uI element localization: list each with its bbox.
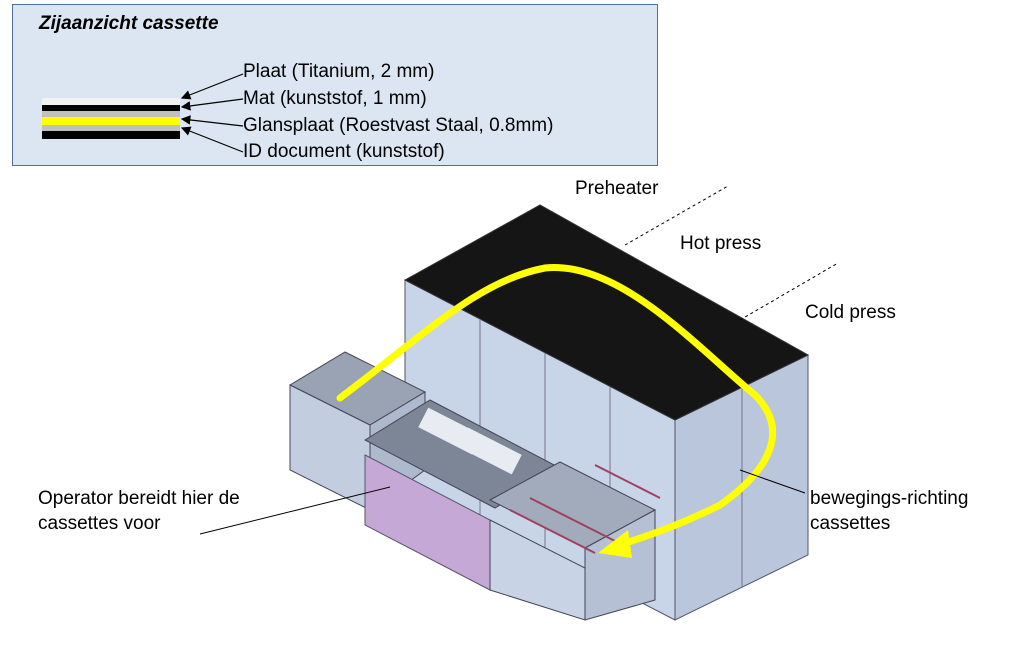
conveyor-rail xyxy=(594,464,661,499)
direction-pointer-line xyxy=(739,469,806,494)
flow-arrowhead xyxy=(598,530,632,558)
flow-path xyxy=(336,264,776,549)
leader-line-hot-cold xyxy=(739,262,839,321)
layer-stripe xyxy=(42,111,180,117)
layer-stripe xyxy=(42,98,180,105)
pointer-arrow xyxy=(180,98,244,111)
layer-stripe xyxy=(42,125,180,131)
layer-stripe xyxy=(42,131,180,139)
machine-top xyxy=(403,204,810,421)
operator-pointer-line xyxy=(199,486,391,535)
pointer-arrow xyxy=(180,126,244,153)
cassette-flow-arrow xyxy=(336,264,776,558)
layer-label-mat: Mat (kunststof, 1 mm) xyxy=(243,88,427,109)
inset-title: Zijaanzicht cassette xyxy=(39,13,219,34)
layer-stripe xyxy=(42,105,180,111)
station-leader-lines xyxy=(624,185,839,321)
layer-label-plate: Plaat (Titanium, 2 mm) xyxy=(243,61,435,82)
work-tray xyxy=(458,427,522,475)
operator-annotation-line1: Operator bereidt hier de xyxy=(38,488,240,509)
cassette-layer-stack xyxy=(42,98,180,139)
operator-annotation-line2: cassettes voor xyxy=(38,513,161,534)
direction-annotation-line1: bewegings-richting xyxy=(810,488,969,509)
layer-pointer-arrows xyxy=(180,73,244,153)
direction-annotation-line2: cassettes xyxy=(810,513,891,534)
pointer-arrow xyxy=(180,115,244,127)
leader-line-preheater xyxy=(624,185,729,246)
station-label-preheater: Preheater xyxy=(575,178,659,199)
station-label-hot-press: Hot press xyxy=(680,233,762,254)
layer-label-gloss-plate: Glansplaat (Roestvast Staal, 0.8mm) xyxy=(243,115,554,136)
pointer-arrow xyxy=(180,73,244,100)
layer-label-id-document: ID document (kunststof) xyxy=(243,141,445,162)
layer-stripe xyxy=(42,117,180,125)
lamination-machine xyxy=(288,204,810,621)
conveyor-rail xyxy=(529,497,616,542)
station-label-cold-press: Cold press xyxy=(805,302,896,323)
conveyor-rail xyxy=(509,509,596,554)
